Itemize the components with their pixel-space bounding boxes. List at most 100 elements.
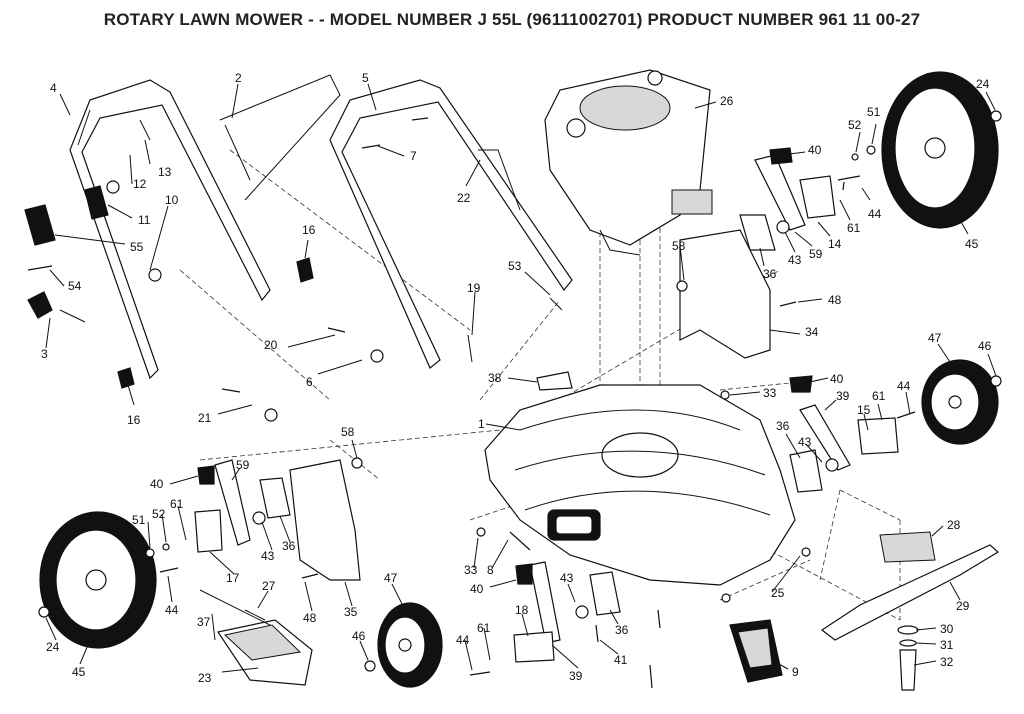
leader-lines — [45, 83, 997, 673]
lower-handle — [69, 79, 271, 380]
callout-9: 9 — [792, 665, 799, 679]
callout-36: 36 — [282, 539, 296, 553]
callout-1: 1 — [478, 417, 485, 431]
callout-43: 43 — [261, 549, 275, 563]
callout-55: 55 — [130, 240, 144, 254]
callout-35: 35 — [344, 605, 358, 619]
callout-28: 28 — [947, 518, 961, 532]
callout-40: 40 — [808, 143, 822, 157]
callout-16: 16 — [302, 223, 316, 237]
callout-36: 36 — [615, 623, 629, 637]
callout-43: 43 — [788, 253, 802, 267]
callout-6: 6 — [306, 375, 313, 389]
callout-4: 4 — [50, 81, 57, 95]
blade-assembly — [729, 531, 1000, 691]
callout-19: 19 — [467, 281, 481, 295]
callout-51: 51 — [867, 105, 881, 119]
wheel-front-right-45 — [881, 71, 999, 229]
callout-24: 24 — [46, 640, 60, 654]
callout-15: 15 — [857, 403, 871, 417]
height-adjuster-brackets — [194, 147, 899, 663]
callout-23: 23 — [198, 671, 212, 685]
callout-47: 47 — [384, 571, 398, 585]
small-hardware — [24, 110, 1002, 689]
callout-33: 33 — [763, 386, 777, 400]
callout-11: 11 — [138, 213, 151, 227]
callout-59: 59 — [809, 247, 823, 261]
callout-58: 58 — [672, 239, 686, 253]
callout-36: 36 — [776, 419, 790, 433]
callout-27: 27 — [262, 579, 276, 593]
callout-47: 47 — [928, 331, 942, 345]
wheel-front-left-45 — [39, 511, 157, 649]
callout-59: 59 — [236, 458, 250, 472]
callout-39: 39 — [836, 389, 850, 403]
wheel-rear-left-47 — [377, 602, 443, 688]
callout-37: 37 — [197, 615, 211, 629]
control-bail — [219, 74, 341, 201]
callout-2: 2 — [235, 71, 242, 85]
callout-22: 22 — [457, 191, 471, 205]
callout-54: 54 — [68, 279, 82, 293]
callout-61: 61 — [477, 621, 491, 635]
callout-44: 44 — [868, 207, 882, 221]
callout-61: 61 — [170, 497, 184, 511]
callout-7: 7 — [410, 149, 417, 163]
callout-43: 43 — [560, 571, 574, 585]
callout-45: 45 — [965, 237, 979, 251]
callout-46: 46 — [978, 339, 992, 353]
callout-40: 40 — [150, 477, 164, 491]
callout-16: 16 — [127, 413, 141, 427]
callout-38: 38 — [488, 371, 502, 385]
mower-deck — [484, 384, 796, 586]
rear-flap — [199, 589, 313, 686]
callout-41: 41 — [614, 653, 628, 667]
callout-5: 5 — [362, 71, 369, 85]
callout-46: 46 — [352, 629, 366, 643]
callout-61: 61 — [847, 221, 861, 235]
callout-44: 44 — [456, 633, 470, 647]
callout-labels: 4 2 5 13 12 7 26 24 52 51 40 10 11 22 44… — [41, 71, 992, 685]
callout-44: 44 — [165, 603, 179, 617]
callout-13: 13 — [158, 165, 172, 179]
callout-31: 31 — [940, 638, 954, 652]
callout-30: 30 — [940, 622, 954, 636]
callout-39: 39 — [569, 669, 583, 683]
callout-51: 51 — [132, 513, 146, 527]
callout-40: 40 — [830, 372, 844, 386]
callout-33: 33 — [464, 563, 478, 577]
callout-26: 26 — [720, 94, 734, 108]
callout-8: 8 — [487, 563, 494, 577]
callout-58: 58 — [341, 425, 355, 439]
callout-53: 53 — [508, 259, 522, 273]
callout-61: 61 — [872, 389, 886, 403]
callout-45: 45 — [72, 665, 86, 679]
callout-24: 24 — [976, 77, 990, 91]
callout-32: 32 — [940, 655, 954, 669]
callout-17: 17 — [226, 571, 240, 585]
callout-18: 18 — [515, 603, 529, 617]
wheel-rear-right-47 — [921, 359, 999, 445]
callout-48: 48 — [828, 293, 842, 307]
callout-21: 21 — [198, 411, 212, 425]
callout-48: 48 — [303, 611, 317, 625]
callout-43: 43 — [798, 435, 812, 449]
callout-52: 52 — [848, 118, 862, 132]
callout-10: 10 — [165, 193, 179, 207]
callout-52: 52 — [152, 507, 166, 521]
engine — [544, 69, 713, 256]
callout-36: 36 — [763, 267, 777, 281]
callout-44: 44 — [897, 379, 911, 393]
diagram-title: ROTARY LAWN MOWER - - MODEL NUMBER J 55L… — [103, 10, 921, 29]
callout-29: 29 — [956, 599, 970, 613]
callout-34: 34 — [805, 325, 819, 339]
callout-12: 12 — [133, 177, 147, 191]
callout-25: 25 — [771, 586, 785, 600]
callout-40: 40 — [470, 582, 484, 596]
callout-3: 3 — [41, 347, 48, 361]
upper-handle — [329, 79, 573, 369]
callout-14: 14 — [828, 237, 842, 251]
callout-20: 20 — [264, 338, 278, 352]
